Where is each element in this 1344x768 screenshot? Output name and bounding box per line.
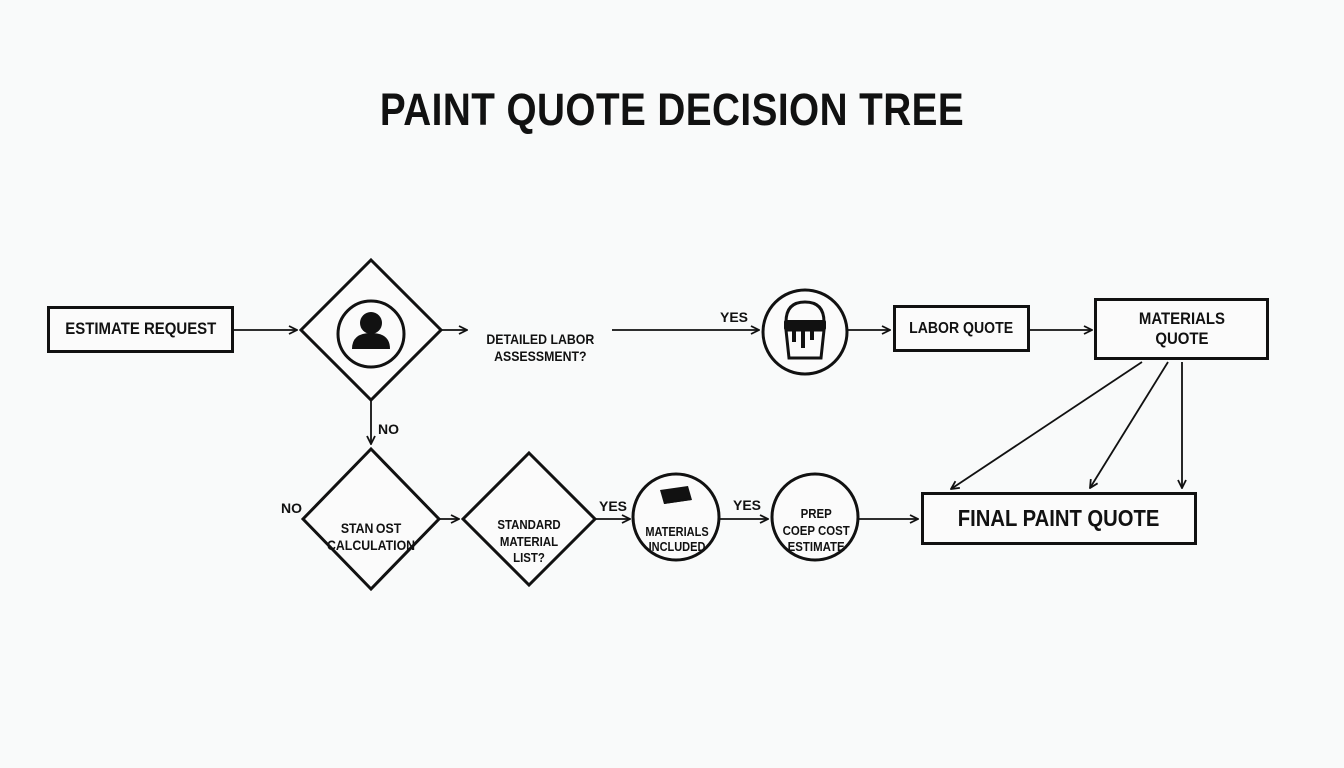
label-standard-material: STANDARD MATERIAL LIST? [474,501,584,566]
edge-materials-to-final-a [951,361,1143,489]
label-materials-included-text: MATERIALS INCLUDED [645,524,709,555]
person-icon [336,299,406,369]
edge-label-yes-1: YES [720,309,749,325]
node-final-quote-label: FINAL PAINT QUOTE [958,504,1160,531]
label-standard-material-text: STANDARD MATERIAL LIST? [497,517,561,565]
decision-diamond-standard-cost [300,446,442,592]
diagram-title: PAINT QUOTE DECISION TREE [379,84,965,135]
edge-label-yes-3: YES [733,497,762,513]
prep-cost-circle [770,472,860,562]
node-labor-quote-label: LABOR QUOTE [909,319,1014,337]
label-prep-cost-text: PREP COEP COST ESTIMATE [782,506,850,554]
node-final-paint-quote: FINAL PAINT QUOTE [921,492,1197,545]
edge-label-yes-2: YES [599,498,628,514]
node-materials-quote: MATERIALS QUOTE [1094,298,1269,360]
node-estimate-request: ESTIMATE REQUEST [47,306,234,353]
edge-label-no-down: NO [378,421,399,437]
question-detailed-labor: DETAILED LABOR ASSESSMENT? [470,313,610,366]
label-standard-cost: STAN OST CALCULATION [311,502,431,555]
paint-brush-icon [660,486,692,504]
node-labor-quote: LABOR QUOTE [893,305,1030,352]
node-estimate-request-label: ESTIMATE REQUEST [64,319,217,339]
label-standard-cost-text: STAN OST CALCULATION [326,519,416,554]
connectors [234,330,1182,519]
edge-label-no-left: NO [281,500,302,516]
question-detailed-labor-label: DETAILED LABOR ASSESSMENT? [486,330,594,365]
materials-included-circle [631,472,721,562]
paint-bucket-icon [761,288,849,376]
edge-materials-to-final-b [1090,361,1169,488]
node-materials-quote-label: MATERIALS QUOTE [1138,308,1225,348]
decision-diamond-material-list [460,450,598,588]
label-prep-cost: PREP COEP COST ESTIMATE [773,490,859,555]
label-materials-included: MATERIALS INCLUDED [634,509,720,556]
